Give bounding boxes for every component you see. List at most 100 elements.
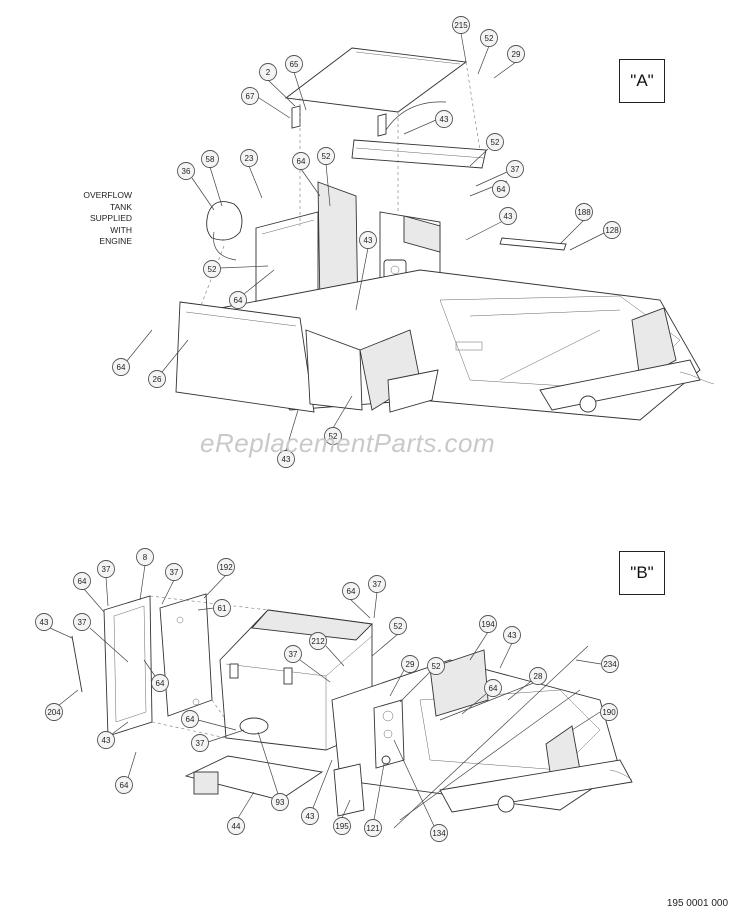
svg-text:43: 43 [364, 236, 373, 245]
svg-text:65: 65 [290, 60, 299, 69]
svg-text:23: 23 [245, 154, 254, 163]
callouts-view-a: 215 52 29 2 65 67 43 52 37 36 [112, 16, 621, 468]
svg-text:37: 37 [170, 568, 179, 577]
callout-64: 52 [324, 395, 353, 445]
svg-text:28: 28 [534, 672, 543, 681]
callout-64: 64 [115, 751, 137, 794]
view-b-drawing [71, 593, 633, 829]
svg-text:52: 52 [394, 622, 403, 631]
callout-37: 37 [161, 563, 183, 605]
svg-text:43: 43 [306, 812, 315, 821]
callout-190: 190 [571, 703, 618, 731]
svg-text:52: 52 [208, 265, 217, 274]
svg-text:43: 43 [282, 455, 291, 464]
svg-text:121: 121 [366, 824, 380, 833]
callout-52: 52 [203, 260, 269, 278]
callout-192: 192 [203, 558, 235, 599]
view-a-label: "A" [619, 59, 665, 103]
svg-text:128: 128 [605, 226, 619, 235]
overflow-tank-note: OVERFLOW TANK SUPPLIED WITH ENGINE [82, 190, 132, 248]
note-line: SUPPLIED [89, 213, 132, 223]
svg-text:67: 67 [246, 92, 255, 101]
callout-26: 26 [148, 339, 189, 388]
callout-44: 44 [227, 791, 255, 835]
svg-text:234: 234 [603, 660, 617, 669]
svg-text:44: 44 [232, 822, 241, 831]
svg-text:29: 29 [512, 50, 521, 59]
callout-43: 43 [403, 110, 453, 135]
svg-text:64: 64 [156, 679, 165, 688]
svg-text:43: 43 [440, 115, 449, 124]
svg-text:64: 64 [234, 296, 243, 305]
note-line: WITH [110, 224, 132, 235]
svg-text:64: 64 [347, 587, 356, 596]
svg-text:64: 64 [186, 715, 195, 724]
callout-194: 194 [469, 615, 497, 661]
svg-text:64: 64 [489, 684, 498, 693]
callout-43: 43 [97, 721, 129, 749]
svg-text:58: 58 [206, 155, 215, 164]
svg-text:52: 52 [329, 432, 338, 441]
callout-188: 188 [559, 203, 593, 245]
callout-43: 43 [301, 759, 333, 825]
svg-text:61: 61 [218, 604, 227, 613]
svg-text:215: 215 [454, 21, 468, 30]
svg-text:37: 37 [511, 165, 520, 174]
callout-212: 212 [309, 632, 345, 667]
callout-67: 67 [241, 87, 291, 119]
note-line: OVERFLOW [83, 190, 132, 200]
callout-37: 37 [191, 729, 245, 752]
callout-2: 2 [259, 63, 296, 107]
callout-64: 64 [73, 572, 105, 613]
callout-29: 29 [389, 655, 419, 697]
callout-37: 37 [97, 560, 115, 607]
callout-215: 215 [452, 16, 470, 63]
callout-37: 37 [284, 645, 331, 683]
callout-64: 64 [143, 659, 169, 692]
callout-234: 234 [575, 655, 619, 673]
callout-134: 134 [393, 739, 448, 842]
svg-text:64: 64 [117, 363, 126, 372]
callout-121: 121 [364, 763, 385, 837]
svg-text:194: 194 [481, 620, 495, 629]
svg-text:43: 43 [508, 631, 517, 640]
svg-text:36: 36 [182, 167, 191, 176]
svg-text:212: 212 [311, 637, 325, 646]
svg-text:37: 37 [196, 739, 205, 748]
svg-text:134: 134 [432, 829, 446, 838]
callout-64: 64 [181, 710, 237, 731]
callout-93: 93 [257, 731, 289, 811]
callout-37: 37 [73, 613, 129, 663]
callout-43: 64 [112, 329, 153, 376]
svg-text:64: 64 [78, 577, 87, 586]
callout-43: 43 [465, 207, 517, 241]
svg-text:64: 64 [297, 157, 306, 166]
svg-text:26: 26 [153, 375, 162, 384]
callout-52: 52 [469, 133, 504, 167]
callout-37: 37 [475, 160, 524, 187]
svg-text:64: 64 [120, 781, 129, 790]
callout-128: 128 [569, 221, 621, 251]
svg-text:188: 188 [577, 208, 591, 217]
callout-43: 43 [35, 613, 73, 639]
callout-8: 8 [136, 548, 154, 601]
callout-52: 52 [477, 29, 498, 75]
svg-text:93: 93 [276, 798, 285, 807]
callout-52: 52 [399, 657, 445, 703]
callout-43: 43 [355, 231, 377, 311]
callout-58: 58 [201, 150, 223, 207]
svg-text:192: 192 [219, 563, 233, 572]
watermark: eReplacementParts.com [200, 428, 496, 458]
callout-29: 29 [493, 45, 525, 79]
svg-text:52: 52 [432, 662, 441, 671]
view-b-label: "B" [619, 551, 665, 595]
callout-65: 65 [285, 55, 307, 111]
callout-204: 204 [45, 689, 79, 721]
callout-52: 43 [277, 409, 299, 468]
callout-52: 52 [317, 147, 335, 207]
svg-text:52: 52 [322, 152, 331, 161]
svg-text:43: 43 [102, 736, 111, 745]
svg-text:37: 37 [102, 565, 111, 574]
callout-64: 64 [469, 180, 510, 198]
